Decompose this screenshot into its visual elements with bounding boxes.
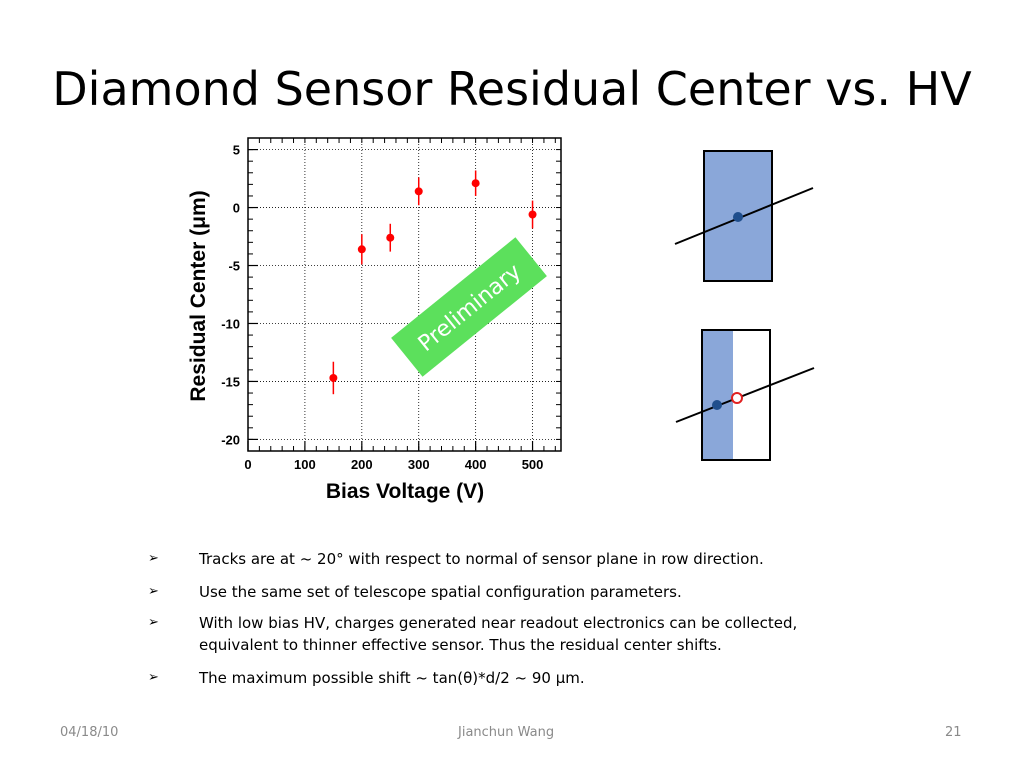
bullet-item: ➢ Use the same set of telescope spatial … — [148, 581, 868, 603]
data-point — [386, 233, 395, 242]
bullet-text: With low bias HV, charges generated near… — [199, 614, 798, 654]
bullet-list: ➢ Tracks are at ~ 20° with respect to no… — [148, 548, 868, 700]
x-tick-label: 300 — [408, 457, 430, 472]
y-tick-label: 5 — [233, 143, 240, 158]
x-tick-label: 200 — [351, 457, 373, 472]
data-point — [414, 187, 423, 196]
y-axis-label: Residual Center (μm) — [187, 190, 210, 401]
footer-author: Jianchun Wang — [458, 725, 555, 740]
bullet-text: Tracks are at ~ 20° with respect to norm… — [199, 550, 764, 568]
preliminary-stamp: Preliminary — [391, 237, 547, 377]
y-tick-label: -10 — [221, 316, 240, 331]
y-tick-label: -5 — [228, 259, 240, 274]
sensor-diagram-full — [674, 150, 814, 282]
points-layer — [329, 170, 537, 395]
arrow-bullet-icon: ➢ — [148, 551, 159, 566]
bullet-text: The maximum possible shift ~ tan(θ)*d/2 … — [199, 669, 585, 687]
x-tick-label: 500 — [522, 457, 544, 472]
plot-frame — [247, 137, 562, 452]
data-point — [471, 179, 480, 188]
footer-page-number: 21 — [945, 725, 962, 740]
sensor-collected-region — [703, 331, 733, 459]
y-tick-label: -20 — [221, 432, 240, 447]
bullet-item: ➢ Tracks are at ~ 20° with respect to no… — [148, 548, 868, 570]
x-tick-label: 100 — [294, 457, 316, 472]
arrow-bullet-icon: ➢ — [148, 615, 159, 630]
sensor-diagram-thin — [675, 329, 815, 461]
track-line-full — [674, 187, 814, 245]
data-point — [357, 245, 366, 254]
track-line-thin — [675, 367, 815, 423]
residual-chart: 0 100 200 300 400 500 5 0 -5 -10 -15 -20 Bias Volta… — [187, 137, 815, 503]
shifted-center-dot — [712, 400, 722, 410]
x-tick-label: 0 — [244, 457, 251, 472]
arrow-bullet-icon: ➢ — [148, 670, 159, 685]
nominal-center-marker — [731, 392, 743, 404]
x-tick-label: 400 — [465, 457, 487, 472]
x-axis-label: Bias Voltage (V) — [326, 480, 484, 503]
bullet-item: ➢ With low bias HV, charges generated ne… — [148, 612, 868, 656]
data-point — [528, 210, 537, 219]
bullet-text: Use the same set of telescope spatial co… — [199, 583, 682, 601]
ticks-layer: 0 100 200 300 400 500 5 0 -5 -10 -15 -20 — [221, 137, 561, 472]
residual-center-dot-full — [733, 212, 743, 222]
y-tick-label: -15 — [221, 374, 240, 389]
slide-title: Diamond Sensor Residual Center vs. HV — [52, 62, 972, 116]
bullet-item: ➢ The maximum possible shift ~ tan(θ)*d/… — [148, 667, 868, 689]
footer-date: 04/18/10 — [60, 725, 119, 740]
y-tick-label: 0 — [233, 201, 240, 216]
data-point — [329, 373, 338, 382]
arrow-bullet-icon: ➢ — [148, 584, 159, 599]
